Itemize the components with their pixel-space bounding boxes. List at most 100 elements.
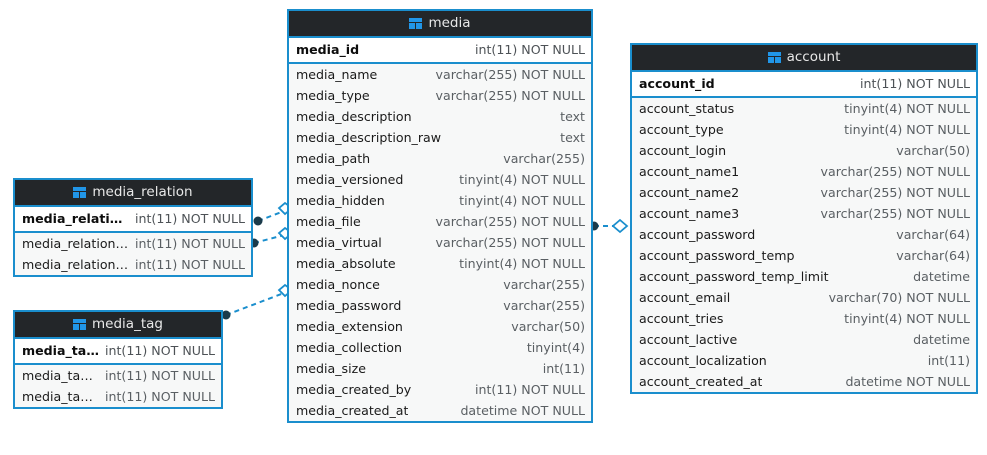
field-type: datetime NOT NULL — [845, 374, 970, 389]
field-name: account_created_at — [639, 374, 763, 389]
field-type: varchar(50) — [896, 143, 970, 158]
field-row[interactable]: account_tries tinyint(4) NOT NULL — [632, 308, 976, 329]
field-name: account_lactive — [639, 332, 738, 347]
field-row[interactable]: account_name2 varchar(255) NOT NULL — [632, 182, 976, 203]
field-name: account_name2 — [639, 185, 740, 200]
field-type: int(11) NOT NULL — [475, 382, 585, 397]
field-name: account_password_temp_limit — [639, 269, 829, 284]
field-type: tinyint(4) NOT NULL — [459, 256, 585, 271]
field-type: tinyint(4) NOT NULL — [844, 122, 970, 137]
field-type: text — [560, 130, 585, 145]
field-row[interactable]: media_relation_dstint(11) NOT NULL — [15, 254, 251, 275]
field-row[interactable]: account_password varchar(64) — [632, 224, 976, 245]
entity-title: media_relation — [92, 184, 193, 200]
field-type: int(11) — [927, 353, 970, 368]
field-name: account_password — [639, 227, 756, 242]
field-name: media_relation_src — [22, 236, 130, 251]
filled-circle-marker — [253, 216, 263, 226]
connector-media-tag-media[interactable] — [221, 283, 294, 320]
field-type: varchar(70) NOT NULL — [828, 290, 970, 305]
field-name: account_type — [639, 122, 724, 137]
field-row[interactable]: media_path varchar(255) — [289, 148, 591, 169]
entity-table-media-relation[interactable]: media_relation media_relation_id int(11)… — [13, 178, 253, 277]
field-name: account_password_temp — [639, 248, 795, 263]
connector-media-relation-media-b[interactable] — [249, 226, 294, 248]
field-row[interactable]: media_absolute tinyint(4) NOT NULL — [289, 253, 591, 274]
field-type: int(11) NOT NULL — [105, 343, 215, 358]
field-type: int(11) NOT NULL — [135, 236, 245, 251]
primary-key-row[interactable]: media_tag_id int(11) NOT NULL — [15, 337, 221, 365]
field-name: media_absolute — [296, 256, 396, 271]
field-row[interactable]: media_tag_dstint(11) NOT NULL — [15, 386, 221, 407]
field-type: int(11) — [542, 361, 585, 376]
entity-table-media-tag[interactable]: media_tag media_tag_id int(11) NOT NULL … — [13, 310, 223, 409]
field-type: datetime NOT NULL — [460, 403, 585, 418]
field-name: account_name3 — [639, 206, 740, 221]
field-type: int(11) NOT NULL — [105, 389, 215, 404]
field-name: media_type — [296, 88, 370, 103]
field-row[interactable]: account_password_temp varchar(64) — [632, 245, 976, 266]
field-name: account_email — [639, 290, 731, 305]
field-type: varchar(255) — [503, 298, 585, 313]
field-type: varchar(255) — [503, 151, 585, 166]
field-type: int(11) NOT NULL — [135, 257, 245, 272]
field-row[interactable]: account_type tinyint(4) NOT NULL — [632, 119, 976, 140]
entity-table-media[interactable]: media media_id int(11) NOT NULL media_na… — [287, 9, 593, 423]
primary-key-row[interactable]: media_relation_id int(11) NOT NULL — [15, 205, 251, 233]
field-row[interactable]: media_hidden tinyint(4) NOT NULL — [289, 190, 591, 211]
entity-header-account: account — [632, 45, 976, 70]
field-name: media_hidden — [296, 193, 385, 208]
field-type: tinyint(4) NOT NULL — [459, 193, 585, 208]
field-row[interactable]: account_created_at datetime NOT NULL — [632, 371, 976, 392]
field-row[interactable]: account_email varchar(70) NOT NULL — [632, 287, 976, 308]
field-name: media_path — [296, 151, 371, 166]
field-row[interactable]: account_password_temp_limit datetime — [632, 266, 976, 287]
connector-media-account[interactable] — [589, 218, 629, 234]
table-icon — [767, 52, 781, 63]
field-name: media_file — [296, 214, 361, 229]
primary-key-row[interactable]: account_id int(11) NOT NULL — [632, 70, 976, 98]
field-name: media_description_raw — [296, 130, 442, 145]
field-name: account_tries — [639, 311, 724, 326]
entity-table-account[interactable]: account account_id int(11) NOT NULL acco… — [630, 43, 978, 394]
field-row[interactable]: media_relation_src int(11) NOT NULL — [15, 233, 251, 254]
field-name: media_nonce — [296, 277, 380, 292]
entity-title: account — [786, 49, 841, 65]
field-row[interactable]: media_description_raw text — [289, 127, 591, 148]
filled-circle-marker — [221, 310, 231, 320]
field-type: datetime — [913, 269, 970, 284]
field-name: media_collection — [296, 340, 402, 355]
field-name: media_relation_id — [22, 211, 129, 226]
field-type: varchar(64) — [896, 248, 970, 263]
field-type: tinyint(4) NOT NULL — [844, 311, 970, 326]
field-type: varchar(64) — [896, 227, 970, 242]
field-name: media_extension — [296, 319, 403, 334]
entity-title: media — [428, 15, 471, 31]
primary-key-row[interactable]: media_id int(11) NOT NULL — [289, 36, 591, 64]
field-name: media_name — [296, 67, 378, 82]
field-type: varchar(255) NOT NULL — [820, 185, 970, 200]
